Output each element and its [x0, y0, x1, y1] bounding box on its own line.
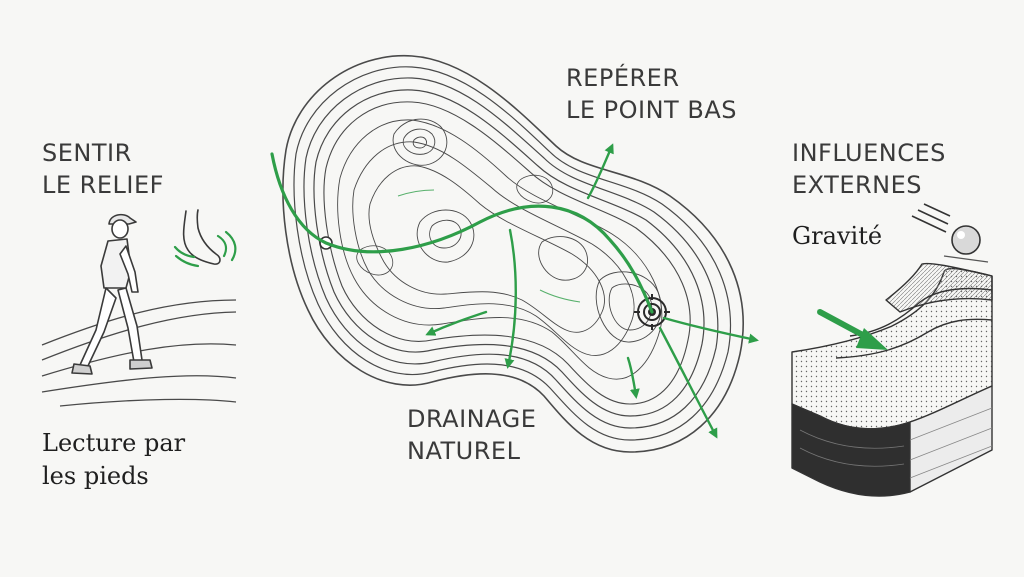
label-sentir-le-relief: SENTIR LE RELIEF — [42, 139, 164, 199]
gravity-ball-icon — [911, 203, 989, 263]
walking-golfer-icon — [71, 213, 153, 375]
ground-relief-lines — [41, 299, 237, 407]
external-force-arrow — [817, 309, 888, 350]
caption-lecture-par-les-pieds: Lecture par les pieds — [42, 429, 186, 490]
caption-gravite: Gravité — [792, 222, 883, 250]
drainage-arrows — [425, 143, 759, 439]
label-influences-externes: INFLUENCES EXTERNES — [792, 139, 946, 199]
putt-line — [270, 152, 654, 314]
label-drainage-naturel: DRAINAGE NATUREL — [407, 405, 537, 465]
foot-feel-waves — [173, 230, 237, 268]
slope-flow-lines — [397, 189, 581, 303]
label-reperer-point-bas: REPÉRER LE POINT BAS — [566, 64, 737, 124]
foot-icon — [182, 209, 221, 265]
terrain-block-icon — [791, 262, 993, 497]
